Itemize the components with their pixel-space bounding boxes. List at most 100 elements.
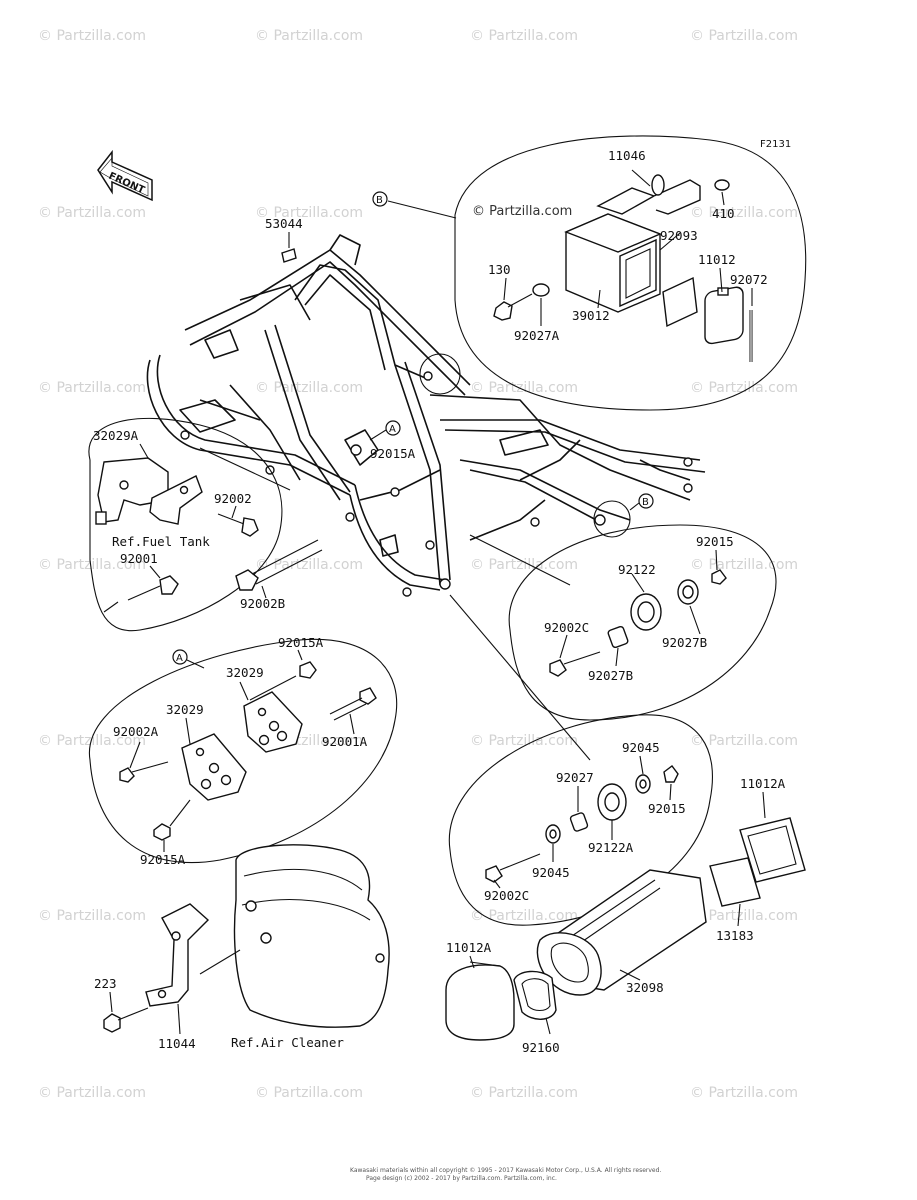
- watermark: © Partzilla.com: [255, 1085, 363, 1101]
- part-label-92002a: 92002A: [113, 724, 159, 739]
- main-frame: [146, 234, 706, 597]
- nut-92015: [711, 569, 727, 585]
- part-label-11012a-b: 11012A: [446, 940, 492, 955]
- bushing-group-2-outline: [448, 714, 713, 926]
- part-label-11012a-a: 11012A: [740, 776, 786, 791]
- bushing-group-outline: [508, 524, 777, 721]
- watermark: © Partzilla.com: [38, 205, 146, 221]
- part-label-39012: 39012: [572, 308, 610, 323]
- part-label-92002c-b: 92002C: [484, 888, 529, 903]
- watermark: © Partzilla.com: [470, 28, 578, 44]
- bolt-223: [103, 1007, 149, 1033]
- watermark: © Partzilla.com: [255, 28, 363, 44]
- part-label-32098: 32098: [626, 980, 664, 995]
- bushing-92122: [630, 593, 662, 631]
- watermark: © Partzilla.com: [690, 205, 798, 221]
- collar-92027: [569, 812, 589, 832]
- part-label-32029-a: 32029: [166, 702, 204, 717]
- part-label-92093: 92093: [660, 228, 698, 243]
- bushing-92122a: [597, 783, 627, 821]
- part-label-92015a-b: 92015A: [278, 635, 324, 650]
- callout-b-leader: [387, 200, 457, 219]
- bolt-92002c-a: [549, 651, 601, 677]
- ref-air-cleaner: Ref.Air Cleaner: [231, 1035, 344, 1050]
- part-label-92027b-b: 92027B: [662, 635, 707, 650]
- air-cleaner-housing: [233, 844, 390, 1028]
- part-label-11012: 11012: [698, 252, 736, 267]
- plate-32029-a: [181, 733, 247, 801]
- part-label-92015: 92015: [696, 534, 734, 549]
- pad-92093: [662, 276, 698, 328]
- watermark: © Partzilla.com: [255, 557, 363, 573]
- bracket-11044: [145, 903, 210, 1007]
- bolt-92002b: [235, 539, 323, 591]
- bolt-92002c-b: [485, 853, 541, 883]
- watermark: © Partzilla.com: [690, 28, 798, 44]
- watermark: © Partzilla.com: [690, 908, 798, 924]
- watermark: © Partzilla.com: [38, 28, 146, 44]
- part-label-11046: 11046: [608, 148, 646, 163]
- callout-a-lower-label: A: [176, 653, 183, 664]
- watermark: © Partzilla.com: [38, 733, 146, 749]
- callout-b-frame-label: B: [642, 497, 649, 508]
- fuel-tank-group-outline: [88, 417, 283, 632]
- part-label-53044: 53044: [265, 216, 303, 231]
- part-label-92002c-a: 92002C: [544, 620, 589, 635]
- part-label-92002: 92002: [214, 491, 252, 506]
- part-label-130: 130: [488, 262, 511, 277]
- watermark: © Partzilla.com: [38, 1085, 146, 1101]
- collar-92027b-b: [677, 579, 699, 605]
- part-label-92122: 92122: [618, 562, 656, 577]
- figure-code: F2131: [760, 139, 791, 150]
- part-label-92001a: 92001A: [322, 734, 368, 749]
- gasket-13183: [709, 857, 761, 907]
- watermark: © Partzilla.com: [38, 380, 146, 396]
- seal-92160: [513, 970, 557, 1020]
- bolt-92002: [217, 513, 259, 537]
- watermark: © Partzilla.com: [38, 908, 146, 924]
- cover-11012a-b: [445, 961, 515, 1041]
- part-label-92027: 92027: [556, 770, 594, 785]
- fuel-tank-bracket: [149, 475, 203, 525]
- part-label-92015a-top: 92015A: [370, 446, 416, 461]
- callout-b-top-label: B: [376, 195, 383, 206]
- plate-32029-b: [243, 691, 303, 753]
- footer-design: Page design (c) 2002 - 2017 by Partzilla…: [366, 1175, 557, 1182]
- callout-b-frame: [638, 493, 654, 509]
- part-label-92045-a: 92045: [622, 740, 660, 755]
- part-label-32029-b: 32029: [226, 665, 264, 680]
- footer-copyright: Kawasaki materials within all copyright …: [350, 1167, 661, 1174]
- group-b-outline: [454, 135, 807, 411]
- watermark: © Partzilla.com: [470, 380, 578, 396]
- watermark: © Partzilla.com: [690, 1085, 798, 1101]
- nut-92015a-b: [299, 661, 317, 679]
- part-label-92160: 92160: [522, 1040, 560, 1055]
- watermark: © Partzilla.com: [38, 557, 146, 573]
- nut-92015-b: [663, 765, 679, 783]
- collar-92027b-a: [607, 625, 629, 649]
- part-label-92015-b: 92015: [648, 801, 686, 816]
- front-arrow-icon: FRONT: [97, 149, 153, 202]
- bolt-92002a: [119, 761, 169, 783]
- part-label-223: 223: [94, 976, 117, 991]
- ref-fuel-tank: Ref.Fuel Tank: [112, 534, 210, 549]
- watermark: © Partzilla.com: [470, 1085, 578, 1101]
- washer-92045-b: [545, 824, 561, 844]
- part-label-92045-b: 92045: [532, 865, 570, 880]
- washer-410: [714, 179, 730, 191]
- bracket-11046: [596, 174, 701, 215]
- callout-b-top: [372, 191, 388, 207]
- watermark: © Partzilla.com: [470, 908, 578, 924]
- part-label-32029a: 32029A: [93, 428, 139, 443]
- part-label-410: 410: [712, 206, 735, 221]
- watermark: © Partzilla.com: [255, 205, 363, 221]
- frame-detail-circle-b2: [593, 500, 631, 538]
- washer-92045-a: [635, 774, 651, 794]
- watermark: © Partzilla.com: [690, 557, 798, 573]
- washer-92027a: [532, 283, 550, 297]
- part-label-92122a: 92122A: [588, 840, 634, 855]
- group-a-outline: [88, 638, 398, 864]
- watermark: © Partzilla.com: [470, 733, 578, 749]
- part-label-11044: 11044: [158, 1036, 196, 1051]
